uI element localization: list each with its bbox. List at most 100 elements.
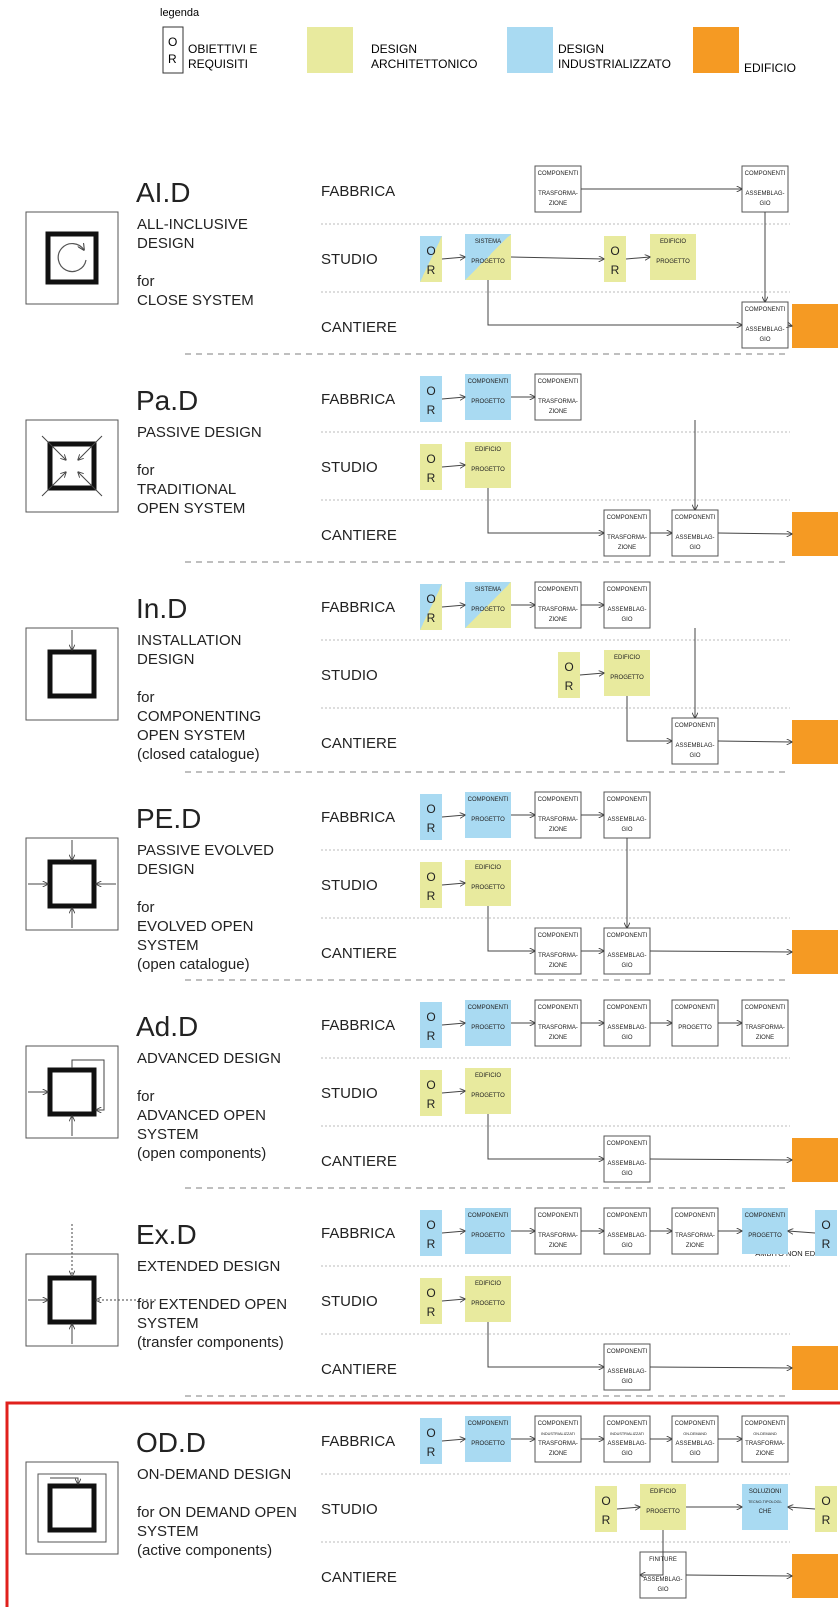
- box-label: ZIONE: [549, 201, 567, 207]
- ind-icon: [25, 627, 119, 721]
- box-label: GIO: [621, 1379, 632, 1385]
- design-description: PASSIVE EVOLVED: [137, 842, 274, 859]
- flow-arrow: [649, 1367, 792, 1368]
- box-label: PROGETTO: [471, 1441, 505, 1447]
- box-label: COMPONENTI: [607, 1141, 648, 1147]
- box-label: TRASFORMA-: [538, 607, 578, 613]
- box-rect: [534, 999, 582, 1047]
- box-label: SISTEMA: [475, 587, 501, 593]
- lane-label-cantiere: CANTIERE: [321, 1153, 397, 1170]
- process-box: OR: [420, 1418, 442, 1464]
- design-row-ind: FABBRICASTUDIOCANTIEREIn.DINSTALLATIONDE…: [25, 561, 838, 765]
- building-block: [792, 720, 838, 764]
- box-label: TRASFORMA-: [538, 1441, 578, 1447]
- or-letter-o: O: [426, 1218, 435, 1232]
- box-label: COMPONENTI: [607, 1349, 648, 1355]
- flow-arrow: [441, 815, 465, 817]
- flow-arrow: [487, 488, 604, 533]
- lane-label-studio: STUDIO: [321, 1293, 378, 1310]
- or-block: [604, 236, 626, 282]
- box-label: TRASFORMA-: [538, 1025, 578, 1031]
- box-label: COMPONENTI: [745, 307, 786, 313]
- exd-icon: [25, 1224, 156, 1347]
- design-description: (open components): [137, 1145, 266, 1162]
- flow-arrow: [487, 280, 742, 325]
- box-rect: [465, 792, 511, 838]
- building-block: [792, 1554, 838, 1598]
- or-letter-o: O: [426, 1010, 435, 1024]
- legend-or-label-2: REQUISITI: [188, 57, 248, 71]
- design-description: OPEN SYSTEM: [137, 500, 245, 517]
- process-box: OR: [815, 1486, 837, 1532]
- icon-loop: [71, 1059, 105, 1110]
- icon-arrow: [78, 472, 103, 497]
- process-box: [792, 1346, 838, 1390]
- lane-label-studio: STUDIO: [321, 877, 378, 894]
- or-letter-r: R: [427, 821, 436, 835]
- box-label: COMPONENTI: [745, 1421, 786, 1427]
- or-letter-r: R: [427, 403, 436, 417]
- or-letter-r: R: [427, 471, 436, 485]
- process-box: [792, 1138, 838, 1182]
- building-block: [792, 304, 838, 348]
- flow-arrow: [788, 1231, 816, 1233]
- legend-ind-label-1: DESIGN: [558, 42, 604, 56]
- process-box: OR: [595, 1486, 617, 1532]
- process-box: OR: [420, 584, 442, 630]
- or-letter-r: R: [565, 679, 574, 693]
- box-label: PROGETTO: [678, 1025, 712, 1031]
- design-description: INSTALLATION: [137, 632, 241, 649]
- design-description: for ON DEMAND OPEN: [137, 1504, 297, 1521]
- box-label: COMPONENTI: [538, 171, 579, 177]
- box-label: EDIFICIO: [660, 239, 686, 245]
- process-box: OR: [420, 236, 442, 282]
- process-box: OR: [420, 862, 442, 908]
- icon-cycle: [57, 244, 87, 273]
- box-rect: [671, 509, 719, 557]
- box-label: CHE: [759, 1509, 772, 1515]
- box-label: COMPONENTI: [538, 587, 579, 593]
- lane-label-cantiere: CANTIERE: [321, 527, 397, 544]
- lane-label-studio: STUDIO: [321, 1085, 378, 1102]
- or-block: [558, 652, 580, 698]
- legend-building-label: EDIFICIO: [744, 61, 796, 75]
- ambito-note: AMBITO NON EDILIZIO: [755, 1249, 836, 1258]
- box-label: ASSEMBLAG-: [607, 953, 646, 959]
- or-letter-o: O: [426, 592, 435, 606]
- design-description: for: [137, 899, 155, 916]
- box-label: TRASFORMA-: [538, 1233, 578, 1239]
- box-label: TRASFORMA-: [675, 1233, 715, 1239]
- box-label: ZIONE: [549, 1035, 567, 1041]
- legend-ind-swatch: [507, 27, 553, 73]
- box-label: COMPONENTI: [538, 1421, 579, 1427]
- box-rect: [534, 1415, 582, 1463]
- or-letter-o: O: [426, 1286, 435, 1300]
- lane-label-studio: STUDIO: [321, 459, 378, 476]
- box-label: INDUSTRIALIZZATI: [610, 1432, 644, 1436]
- box-label: GIO: [621, 617, 632, 623]
- box-label: ASSEMBLAG-: [675, 1441, 714, 1447]
- box-label: PROGETTO: [471, 1301, 505, 1307]
- or-letter-r: R: [427, 1029, 436, 1043]
- box-label: GIO: [689, 753, 700, 759]
- box-rect: [534, 1207, 582, 1255]
- legend-or-swatch: [162, 26, 184, 74]
- box-label: PROGETTO: [471, 607, 505, 613]
- box-label: TECNO-TIPOLOGI-: [748, 1500, 782, 1504]
- box-label: COMPONENTI: [745, 1213, 786, 1219]
- icon-loop: [50, 1477, 78, 1484]
- flow-arrow: [685, 1575, 792, 1576]
- box-label: EDIFICIO: [614, 655, 640, 661]
